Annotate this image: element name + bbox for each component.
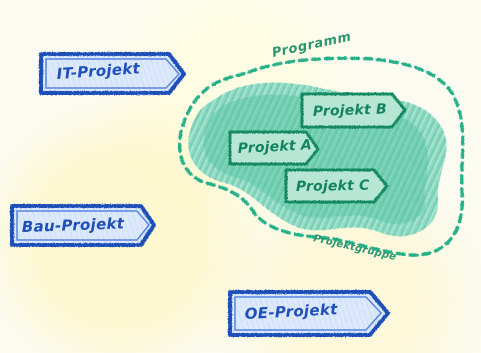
- project-b-shape: [300, 92, 407, 129]
- oe-project-shape: [228, 290, 390, 337]
- oe-project-inner-outline: [234, 296, 383, 331]
- it-project-card: IT-Projekt: [39, 52, 186, 95]
- it-project-label: IT-Projekt: [56, 59, 141, 83]
- bau-project-inner-outline: [16, 210, 150, 241]
- it-project-shape: [39, 52, 186, 95]
- project-a-shape: [228, 130, 320, 166]
- oe-project-card: OE-Projekt: [228, 290, 390, 337]
- project-group-label: Projektgruppe: [312, 233, 397, 263]
- project-c-label: Projekt C: [296, 178, 370, 195]
- project-b-label: Projekt B: [313, 101, 388, 120]
- program-boundary: [177, 56, 465, 257]
- project-a-card: Projekt A: [228, 130, 320, 166]
- project-b-card: Projekt B: [300, 92, 407, 129]
- it-project-inner-outline: [45, 58, 181, 89]
- oe-project-label: OE-Projekt: [244, 300, 338, 323]
- project-c-card: Projekt C: [284, 168, 389, 204]
- program-label: Programm: [271, 29, 353, 60]
- bau-project-label: Bau-Projekt: [22, 214, 126, 236]
- bau-project-card: Bau-Projekt: [10, 204, 156, 247]
- project-a-label: Projekt A: [237, 137, 312, 157]
- bau-project-shape: [10, 204, 156, 247]
- project-c-shape: [284, 168, 389, 204]
